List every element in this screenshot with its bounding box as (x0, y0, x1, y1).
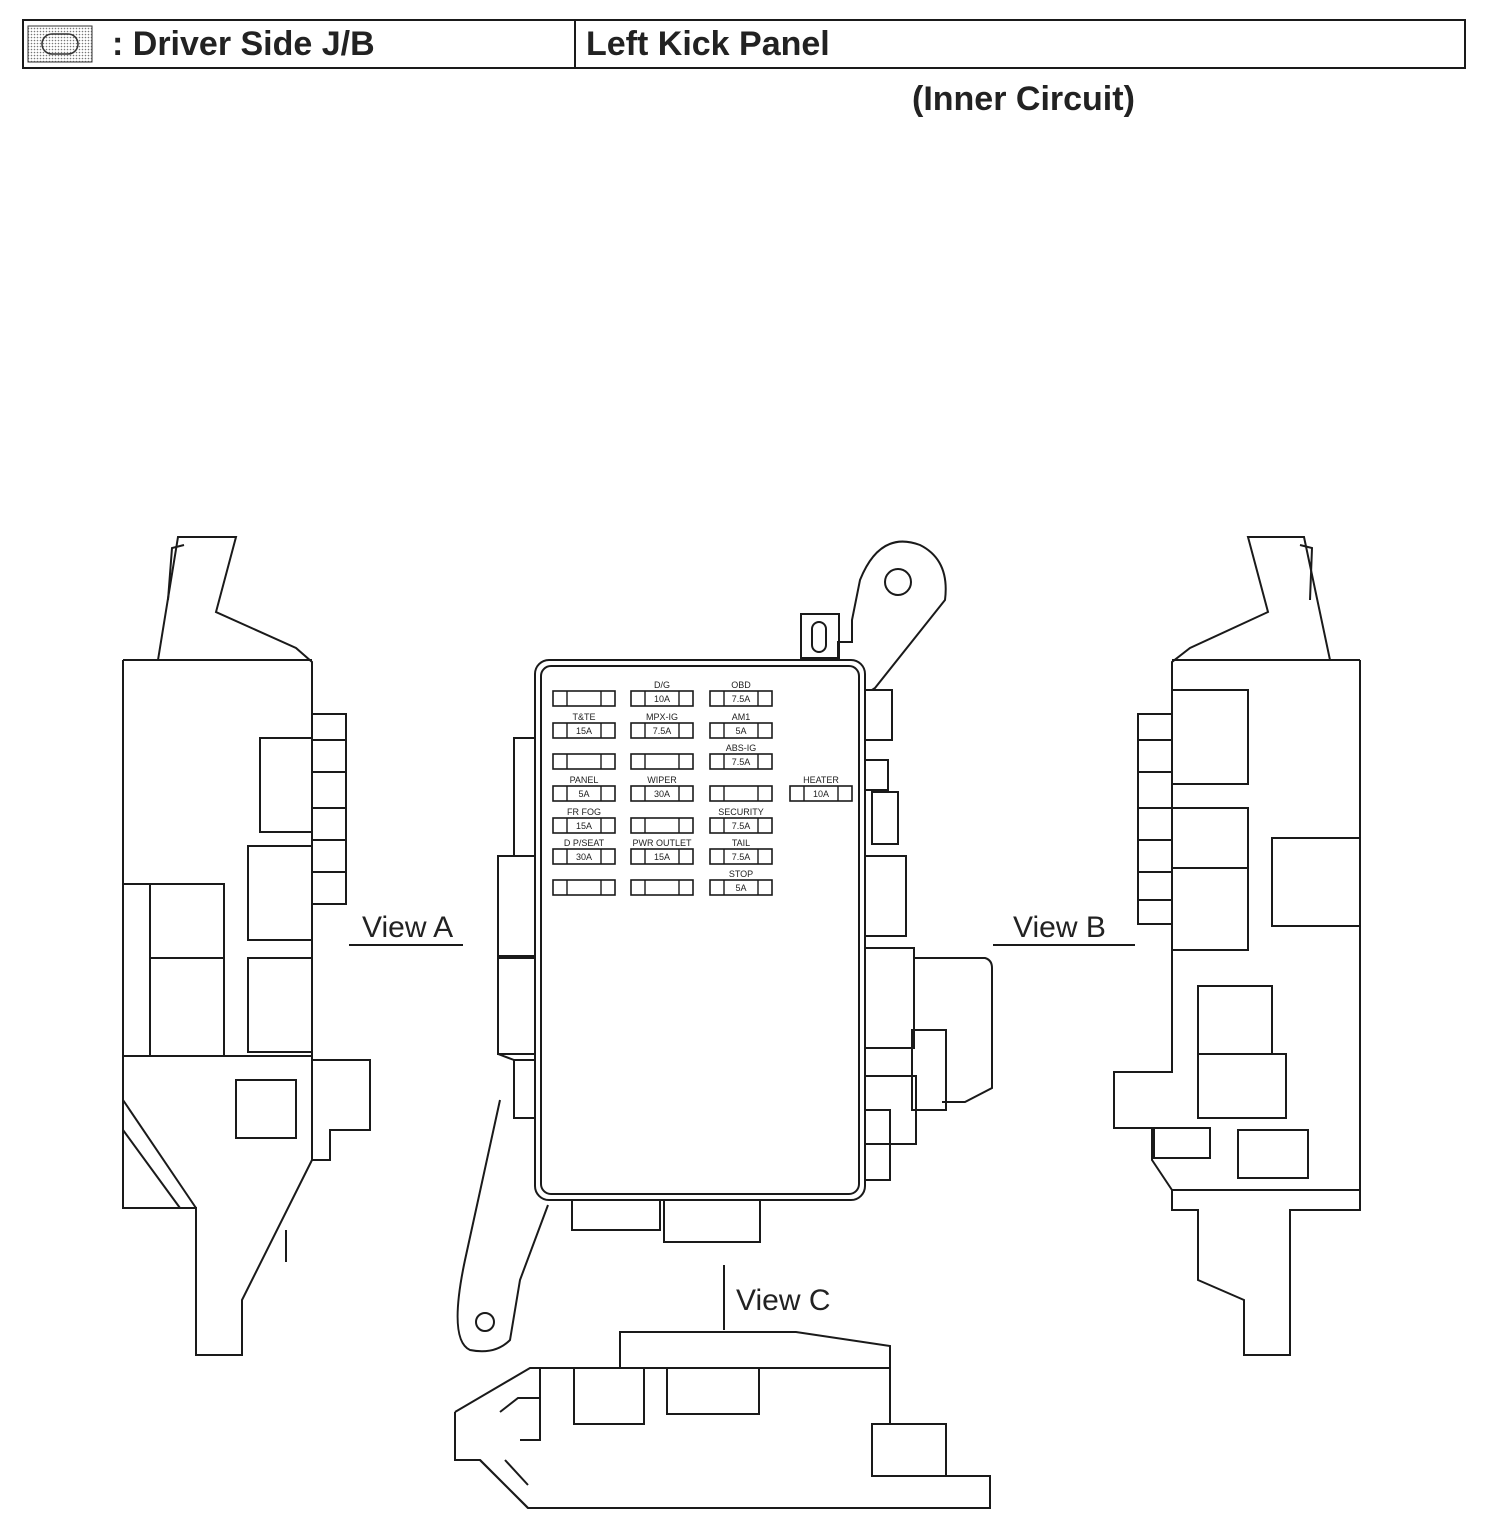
fuse-label: OBD (731, 680, 751, 690)
fuse-label: D/G (654, 680, 670, 690)
view-a-side-profile (122, 536, 371, 1356)
fuse-spare-11 (709, 785, 773, 802)
fuse-amperage: 7.5A (732, 757, 751, 767)
fuse-wiper: WIPER 30A (630, 775, 694, 802)
fuse-amperage: 5A (578, 789, 589, 799)
fuse-spare-19 (630, 879, 694, 896)
fuse-spare-18 (552, 879, 616, 896)
fuse-panel: PANEL 5A (552, 775, 616, 802)
fuse-spare-0 (552, 690, 616, 707)
fuse-spare-6 (552, 753, 616, 770)
fuse-label: FR FOG (567, 807, 601, 817)
fuse-fr-fog: FR FOG 15A (552, 807, 616, 834)
jb-location: Left Kick Panel (586, 25, 830, 63)
fuse-amperage: 15A (576, 821, 592, 831)
fuse-tail: TAIL 7.5A (709, 838, 773, 865)
fuse-amperage: 15A (576, 726, 592, 736)
fuse-amperage: 30A (576, 852, 592, 862)
jb-front-view (456, 540, 993, 1353)
fuse-label: STOP (729, 869, 753, 879)
inner-circuit-subtitle: (Inner Circuit) (912, 80, 1135, 118)
view-b-label: View B (1013, 911, 1106, 944)
jb-code-title: : Driver Side J/B (112, 25, 375, 63)
fuse-amperage: 15A (654, 852, 670, 862)
fuse-t-te: T&TE 15A (552, 712, 616, 739)
view-b-side-profile (1113, 536, 1361, 1356)
fuse-amperage: 7.5A (653, 726, 672, 736)
fuse-security: SECURITY 7.5A (709, 807, 773, 834)
fuse-label: PWR OUTLET (632, 838, 692, 848)
fuse-label: TAIL (732, 838, 750, 848)
fuse-spare-7 (630, 753, 694, 770)
view-c-bottom-profile (454, 1331, 991, 1509)
header-table: : Driver Side J/B Left Kick Panel (22, 19, 1466, 69)
fuse-label: MPX-IG (646, 712, 678, 722)
fuse-grid: D/G10AOBD7.5AT&TE15AMPX-IG7.5AAM15AABS-I… (552, 680, 853, 896)
fuse-label: D P/SEAT (564, 838, 605, 848)
fuse-stop: STOP 5A (709, 869, 773, 896)
fuse-label: T&TE (572, 712, 595, 722)
fuse-amperage: 5A (735, 883, 746, 893)
fuse-d-p-seat: D P/SEAT 30A (552, 838, 616, 865)
fuse-amperage: 5A (735, 726, 746, 736)
fuse-label: SECURITY (718, 807, 764, 817)
fuse-label: PANEL (570, 775, 599, 785)
view-c-label: View C (736, 1284, 830, 1317)
fuse-label: ABS-IG (726, 743, 757, 753)
fuse-amperage: 10A (654, 694, 670, 704)
fuse-pwr-outlet: PWR OUTLET 15A (630, 838, 694, 865)
fuse-amperage: 7.5A (732, 821, 751, 831)
fuse-amperage: 7.5A (732, 852, 751, 862)
fuse-abs-ig: ABS-IG 7.5A (709, 743, 773, 770)
fuse-d-g: D/G 10A (630, 680, 694, 707)
fuse-label: HEATER (803, 775, 839, 785)
fuse-spare-13 (630, 817, 694, 834)
fuse-label: AM1 (732, 712, 751, 722)
view-a-label: View A (362, 911, 453, 944)
fuse-amperage: 30A (654, 789, 670, 799)
fuse-amperage: 10A (813, 789, 829, 799)
connector-icon (27, 25, 93, 63)
fuse-amperage: 7.5A (732, 694, 751, 704)
fuse-label: WIPER (647, 775, 677, 785)
fuse-heater: HEATER 10A (789, 775, 853, 802)
fuse-obd: OBD 7.5A (709, 680, 773, 707)
fuse-mpx-ig: MPX-IG 7.5A (630, 712, 694, 739)
